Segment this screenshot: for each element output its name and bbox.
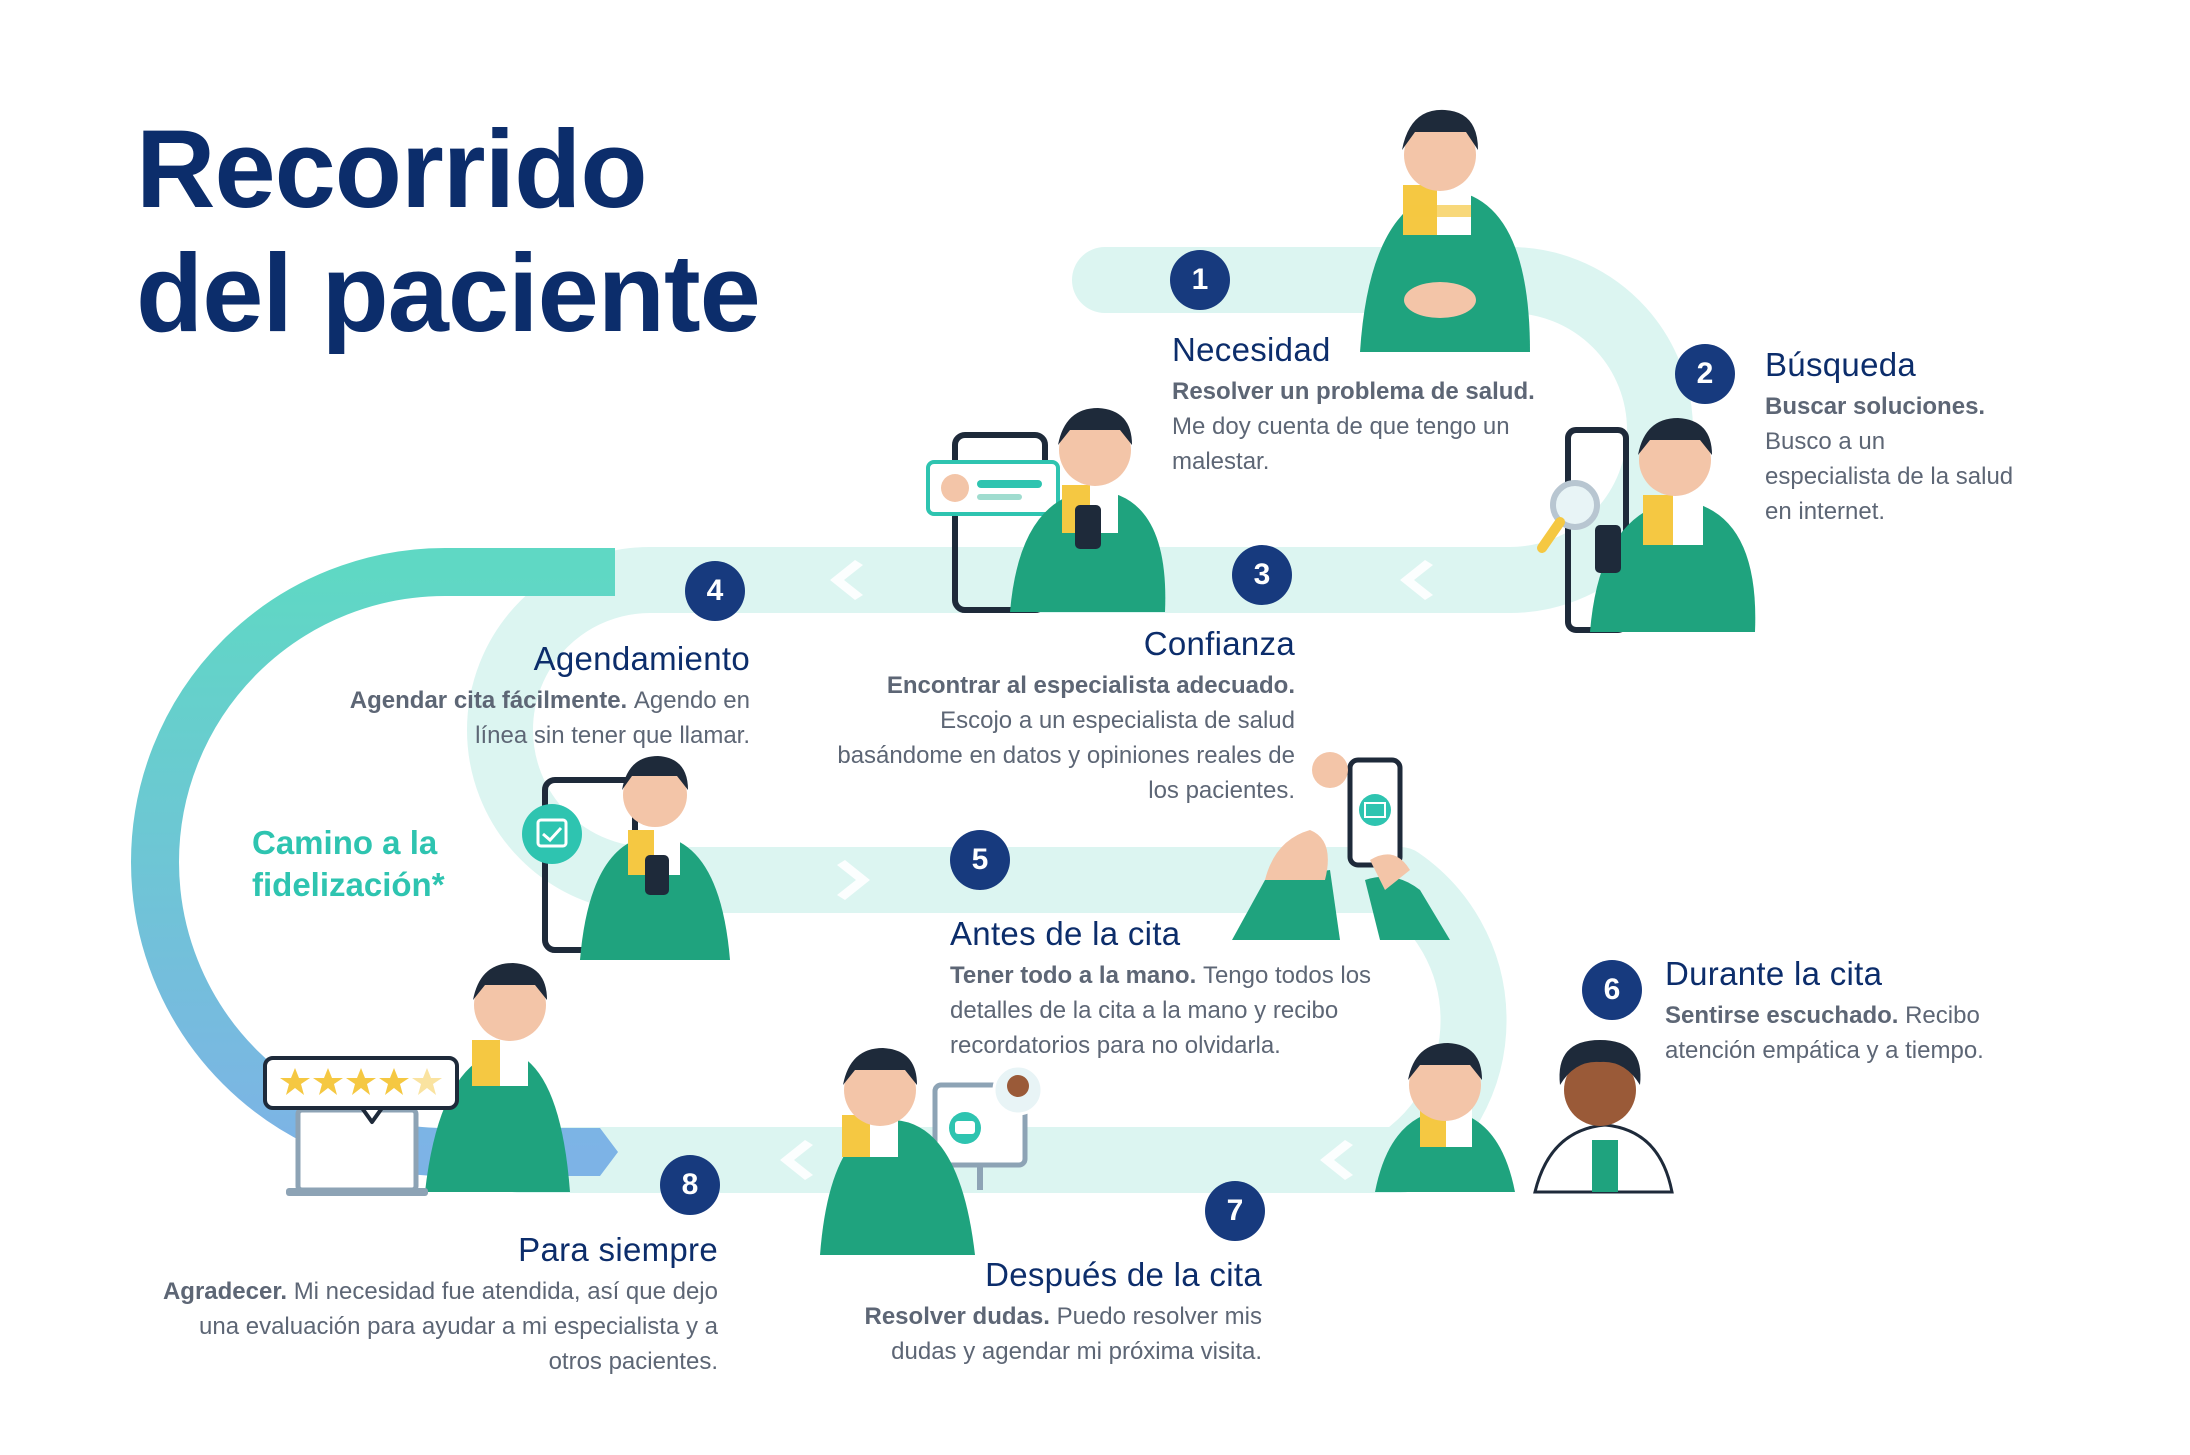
figure-during-appointment xyxy=(1375,1040,1674,1194)
title-line-1: Recorrido xyxy=(136,108,648,231)
stage-1-desc: Me doy cuenta de que tengo un malestar. xyxy=(1172,413,1510,475)
stage-badge-6: 6 xyxy=(1582,960,1642,1020)
stage-8-desc: Mi necesidad fue atendida, así que dejo … xyxy=(199,1278,718,1375)
figure-after-appointment xyxy=(820,1048,1044,1255)
stage-badge-1: 1 xyxy=(1170,250,1230,310)
stage-5-desc: Tengo todos los detalles de la cita a la… xyxy=(950,962,1372,1059)
stage-badge-2: 2 xyxy=(1675,344,1735,404)
stage-8-title: Para siempre xyxy=(518,1231,718,1268)
stage-badge-4: 4 xyxy=(685,561,745,621)
stage-badge-3: 3 xyxy=(1232,545,1292,605)
loyalty-label: Camino a la fidelización* xyxy=(252,822,445,906)
stage-6-desc: Recibo atención empática y a tiempo. xyxy=(1665,1002,1984,1064)
stage-3-title: Confianza xyxy=(1143,625,1295,662)
stage-1: Necesidad Resolver un problema de salud.… xyxy=(1172,328,1552,479)
stage-7-title: Después de la cita xyxy=(985,1256,1262,1293)
stage-badge-7: 7 xyxy=(1205,1181,1265,1241)
stage-7: Después de la cita Resolver dudas. Puedo… xyxy=(812,1253,1263,1369)
stage-badge-8: 8 xyxy=(660,1155,720,1215)
stage-2-title: Búsqueda xyxy=(1765,346,1917,383)
stage-4-title: Agendamiento xyxy=(533,640,750,677)
stage-5-title: Antes de la cita xyxy=(950,915,1181,952)
stage-badge-5: 5 xyxy=(950,830,1010,890)
stage-4-lead: Agendar cita fácilmente. xyxy=(349,687,634,714)
stage-4: Agendamiento Agendar cita fácilmente. Ag… xyxy=(340,637,750,753)
stage-7-desc: Puedo resolver mis dudas y agendar mi pr… xyxy=(891,1303,1262,1365)
stage-3-desc: Escojo a un especialista de salud basánd… xyxy=(837,707,1295,804)
loyalty-label-line-2: fidelización* xyxy=(252,866,445,903)
stage-2-desc: Busco a un especialista de la salud en i… xyxy=(1765,428,2014,525)
stage-1-lead: Resolver un problema de salud. xyxy=(1172,378,1535,405)
stage-1-title: Necesidad xyxy=(1172,331,1331,368)
figure-forever xyxy=(263,963,570,1196)
journey-path xyxy=(467,247,1693,1193)
page-title: Recorrido del paciente xyxy=(136,108,761,356)
stage-3: Confianza Encontrar al especialista adec… xyxy=(810,622,1295,808)
stage-4-desc: Agendo en línea sin tener que llamar. xyxy=(475,687,750,749)
stage-7-lead: Resolver dudas. xyxy=(864,1303,1057,1330)
stage-5: Antes de la cita Tener todo a la mano. T… xyxy=(950,912,1395,1063)
stage-5-lead: Tener todo a la mano. xyxy=(950,962,1203,989)
title-line-2: del paciente xyxy=(136,232,761,355)
figure-need xyxy=(1360,109,1530,352)
stage-6: Durante la cita Sentirse escuchado. Reci… xyxy=(1665,952,2005,1068)
stage-2: Búsqueda Buscar soluciones. Busco a un e… xyxy=(1765,343,2015,529)
figure-before-appointment xyxy=(1232,752,1450,940)
figure-scheduling xyxy=(522,756,730,960)
stage-2-lead: Buscar soluciones. xyxy=(1765,393,1986,420)
stage-8: Para siempre Agradecer. Mi necesidad fue… xyxy=(140,1228,718,1379)
stage-8-lead: Agradecer. xyxy=(162,1278,294,1305)
figure-search xyxy=(1537,418,1756,633)
stage-6-title: Durante la cita xyxy=(1665,955,1883,992)
loyalty-label-line-1: Camino a la xyxy=(252,824,438,861)
stage-6-lead: Sentirse escuchado. xyxy=(1665,1002,1906,1029)
figure-trust xyxy=(926,408,1166,613)
stage-3-lead: Encontrar al especialista adecuado. xyxy=(886,672,1295,699)
